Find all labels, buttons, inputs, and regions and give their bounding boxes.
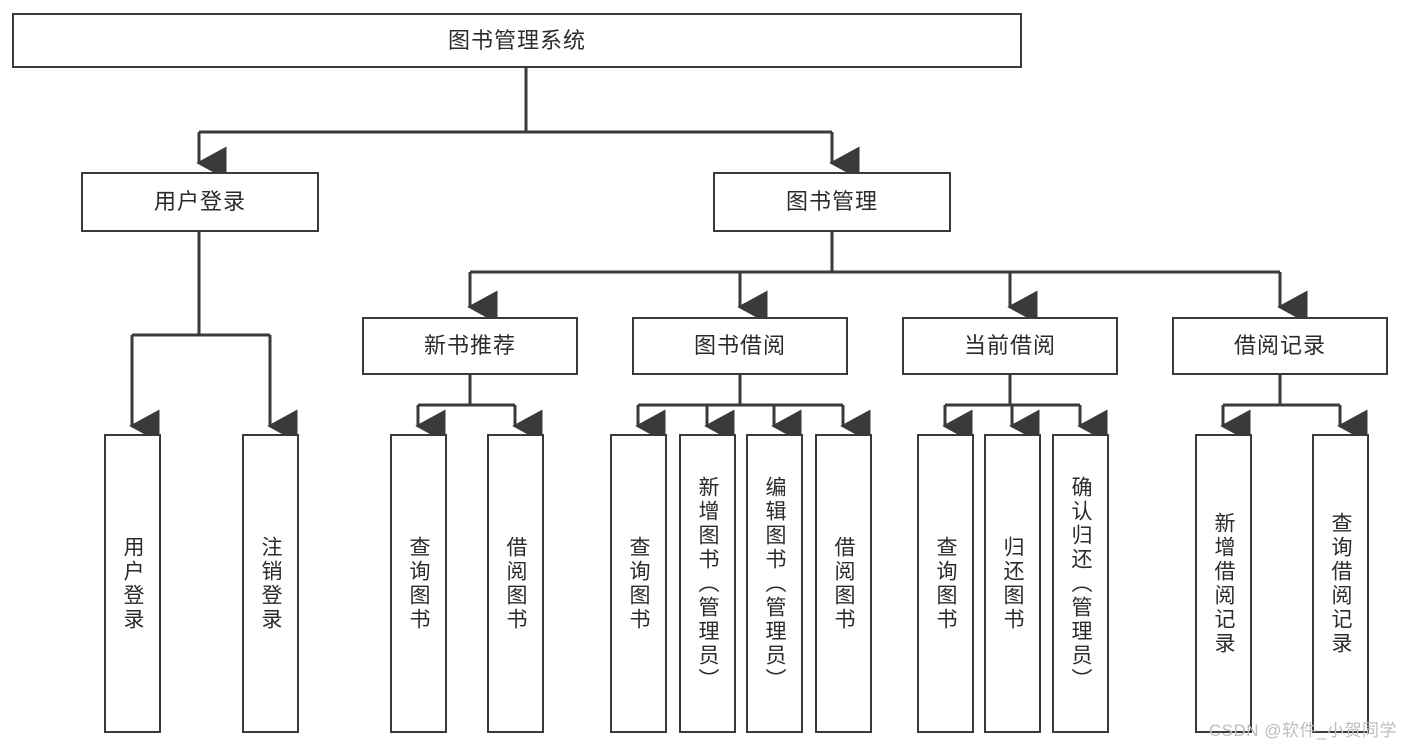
node-label: 新增图书（管理员）	[696, 475, 719, 692]
leaf-book-borrow-query-book[interactable]: 查询图书	[610, 434, 667, 733]
node-label: 确认归还（管理员）	[1069, 475, 1092, 692]
node-label: 借阅图书	[832, 535, 855, 632]
leaf-book-borrow-edit-book-admin[interactable]: 编辑图书（管理员）	[746, 434, 803, 733]
leaf-new-book-query-book[interactable]: 查询图书	[390, 434, 447, 733]
node-book-management[interactable]: 图书管理	[713, 172, 951, 232]
leaf-user-login-logout[interactable]: 注销登录	[242, 434, 299, 733]
leaf-book-borrow-add-book-admin[interactable]: 新增图书（管理员）	[679, 434, 736, 733]
node-label: 查询借阅记录	[1329, 511, 1352, 656]
leaf-borrow-record-add-record[interactable]: 新增借阅记录	[1195, 434, 1252, 733]
node-label: 编辑图书（管理员）	[763, 475, 786, 692]
leaf-book-borrow-borrow-book[interactable]: 借阅图书	[815, 434, 872, 733]
leaf-current-borrow-confirm-return-admin[interactable]: 确认归还（管理员）	[1052, 434, 1109, 733]
leaf-new-book-borrow-book[interactable]: 借阅图书	[487, 434, 544, 733]
watermark: CSDN @软件_小贺同学	[1208, 721, 1397, 740]
node-label: 注销登录	[259, 535, 282, 632]
node-label: 当前借阅	[963, 333, 1056, 359]
node-label: 查询图书	[934, 535, 957, 632]
leaf-current-borrow-return-book[interactable]: 归还图书	[984, 434, 1041, 733]
node-borrow-record[interactable]: 借阅记录	[1172, 317, 1388, 375]
node-label: 图书管理系统	[447, 27, 586, 53]
node-label: 借阅记录	[1233, 333, 1326, 359]
node-new-book-recommend[interactable]: 新书推荐	[362, 317, 578, 375]
node-label: 借阅图书	[504, 535, 527, 632]
node-root-library-management-system[interactable]: 图书管理系统	[12, 13, 1022, 68]
leaf-user-login-login[interactable]: 用户登录	[104, 434, 161, 733]
node-label: 归还图书	[1001, 535, 1024, 632]
node-label: 用户登录	[153, 189, 246, 215]
node-label: 查询图书	[407, 535, 430, 632]
node-current-borrow[interactable]: 当前借阅	[902, 317, 1118, 375]
node-label: 图书借阅	[693, 333, 786, 359]
node-label: 查询图书	[627, 535, 650, 632]
node-label: 图书管理	[785, 189, 878, 215]
node-label: 新增借阅记录	[1212, 511, 1235, 656]
node-user-login[interactable]: 用户登录	[81, 172, 319, 232]
leaf-borrow-record-query-record[interactable]: 查询借阅记录	[1312, 434, 1369, 733]
node-label: 新书推荐	[423, 333, 516, 359]
node-label: 用户登录	[121, 535, 144, 632]
node-book-borrow[interactable]: 图书借阅	[632, 317, 848, 375]
leaf-current-borrow-query-book[interactable]: 查询图书	[917, 434, 974, 733]
